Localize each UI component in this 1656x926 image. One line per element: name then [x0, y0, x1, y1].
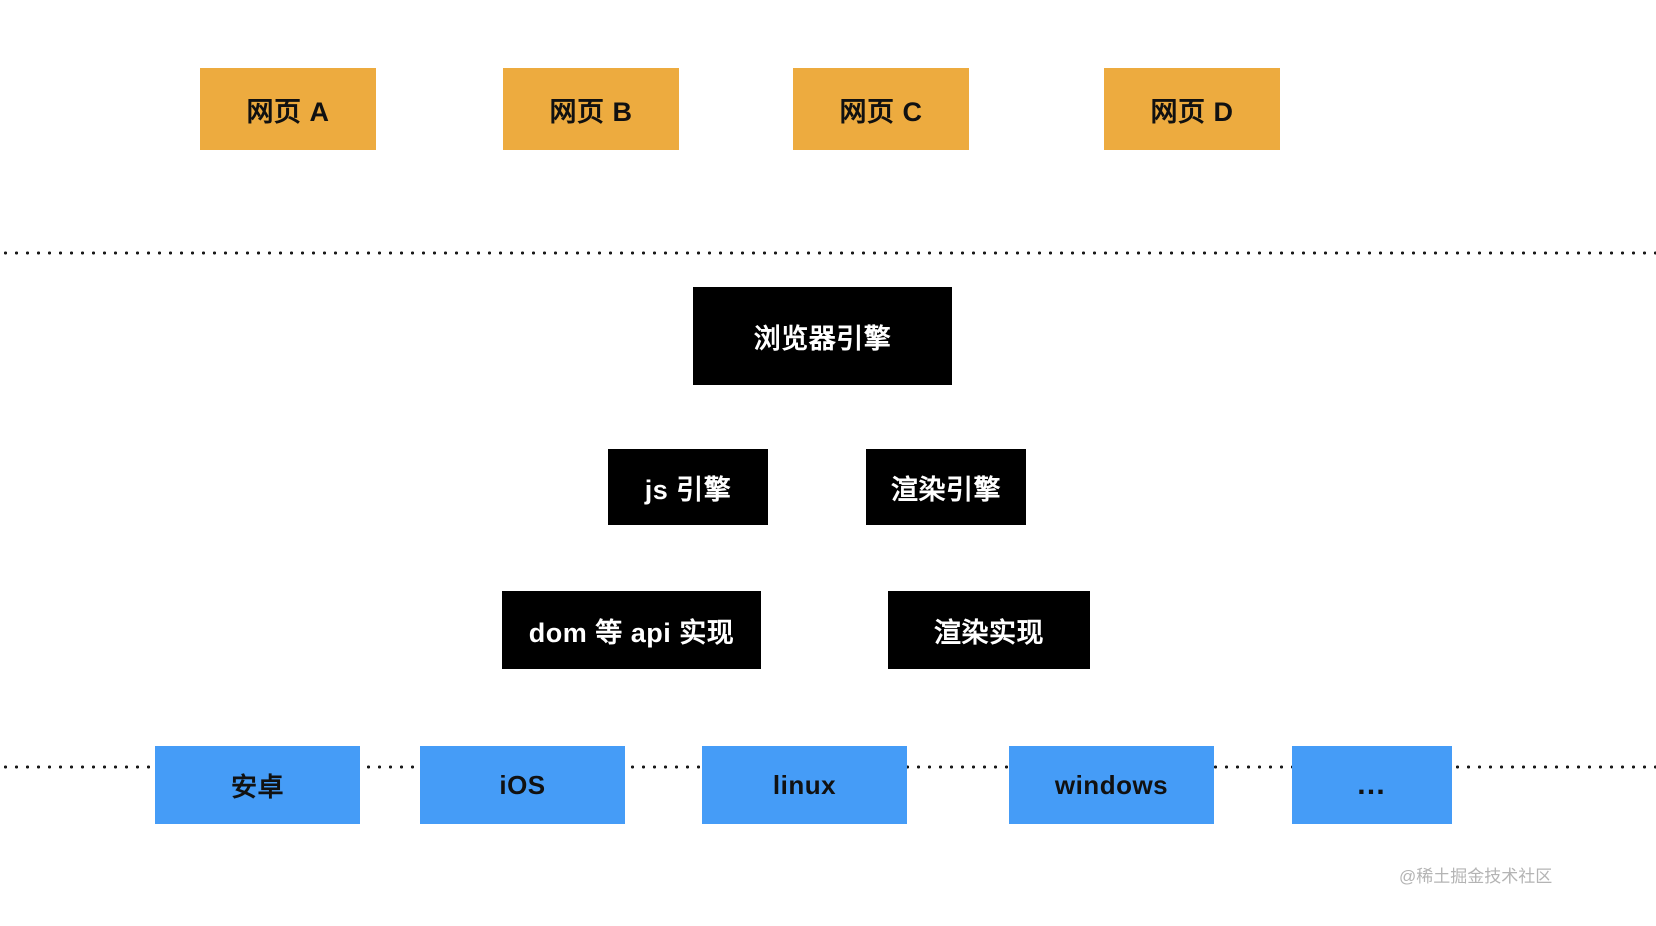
node-os-android[interactable]: 安卓 — [155, 746, 360, 824]
node-render-impl[interactable]: 渲染实现 — [888, 591, 1090, 669]
node-render-engine[interactable]: 渲染引擎 — [866, 449, 1026, 525]
node-page-b[interactable]: 网页 B — [503, 68, 679, 150]
node-page-a[interactable]: 网页 A — [200, 68, 376, 150]
node-os-linux[interactable]: linux — [702, 746, 907, 824]
node-page-d[interactable]: 网页 D — [1104, 68, 1280, 150]
watermark-label: @稀土掘金技术社区 — [1399, 867, 1553, 886]
node-os-windows[interactable]: windows — [1009, 746, 1214, 824]
node-os-other[interactable]: … — [1292, 746, 1452, 824]
node-page-c[interactable]: 网页 C — [793, 68, 969, 150]
node-browser-engine[interactable]: 浏览器引擎 — [693, 287, 952, 385]
node-dom-api-impl[interactable]: dom 等 api 实现 — [502, 591, 761, 669]
node-js-engine[interactable]: js 引擎 — [608, 449, 768, 525]
node-os-ios[interactable]: iOS — [420, 746, 625, 824]
divider-pages-engines — [0, 251, 1656, 255]
